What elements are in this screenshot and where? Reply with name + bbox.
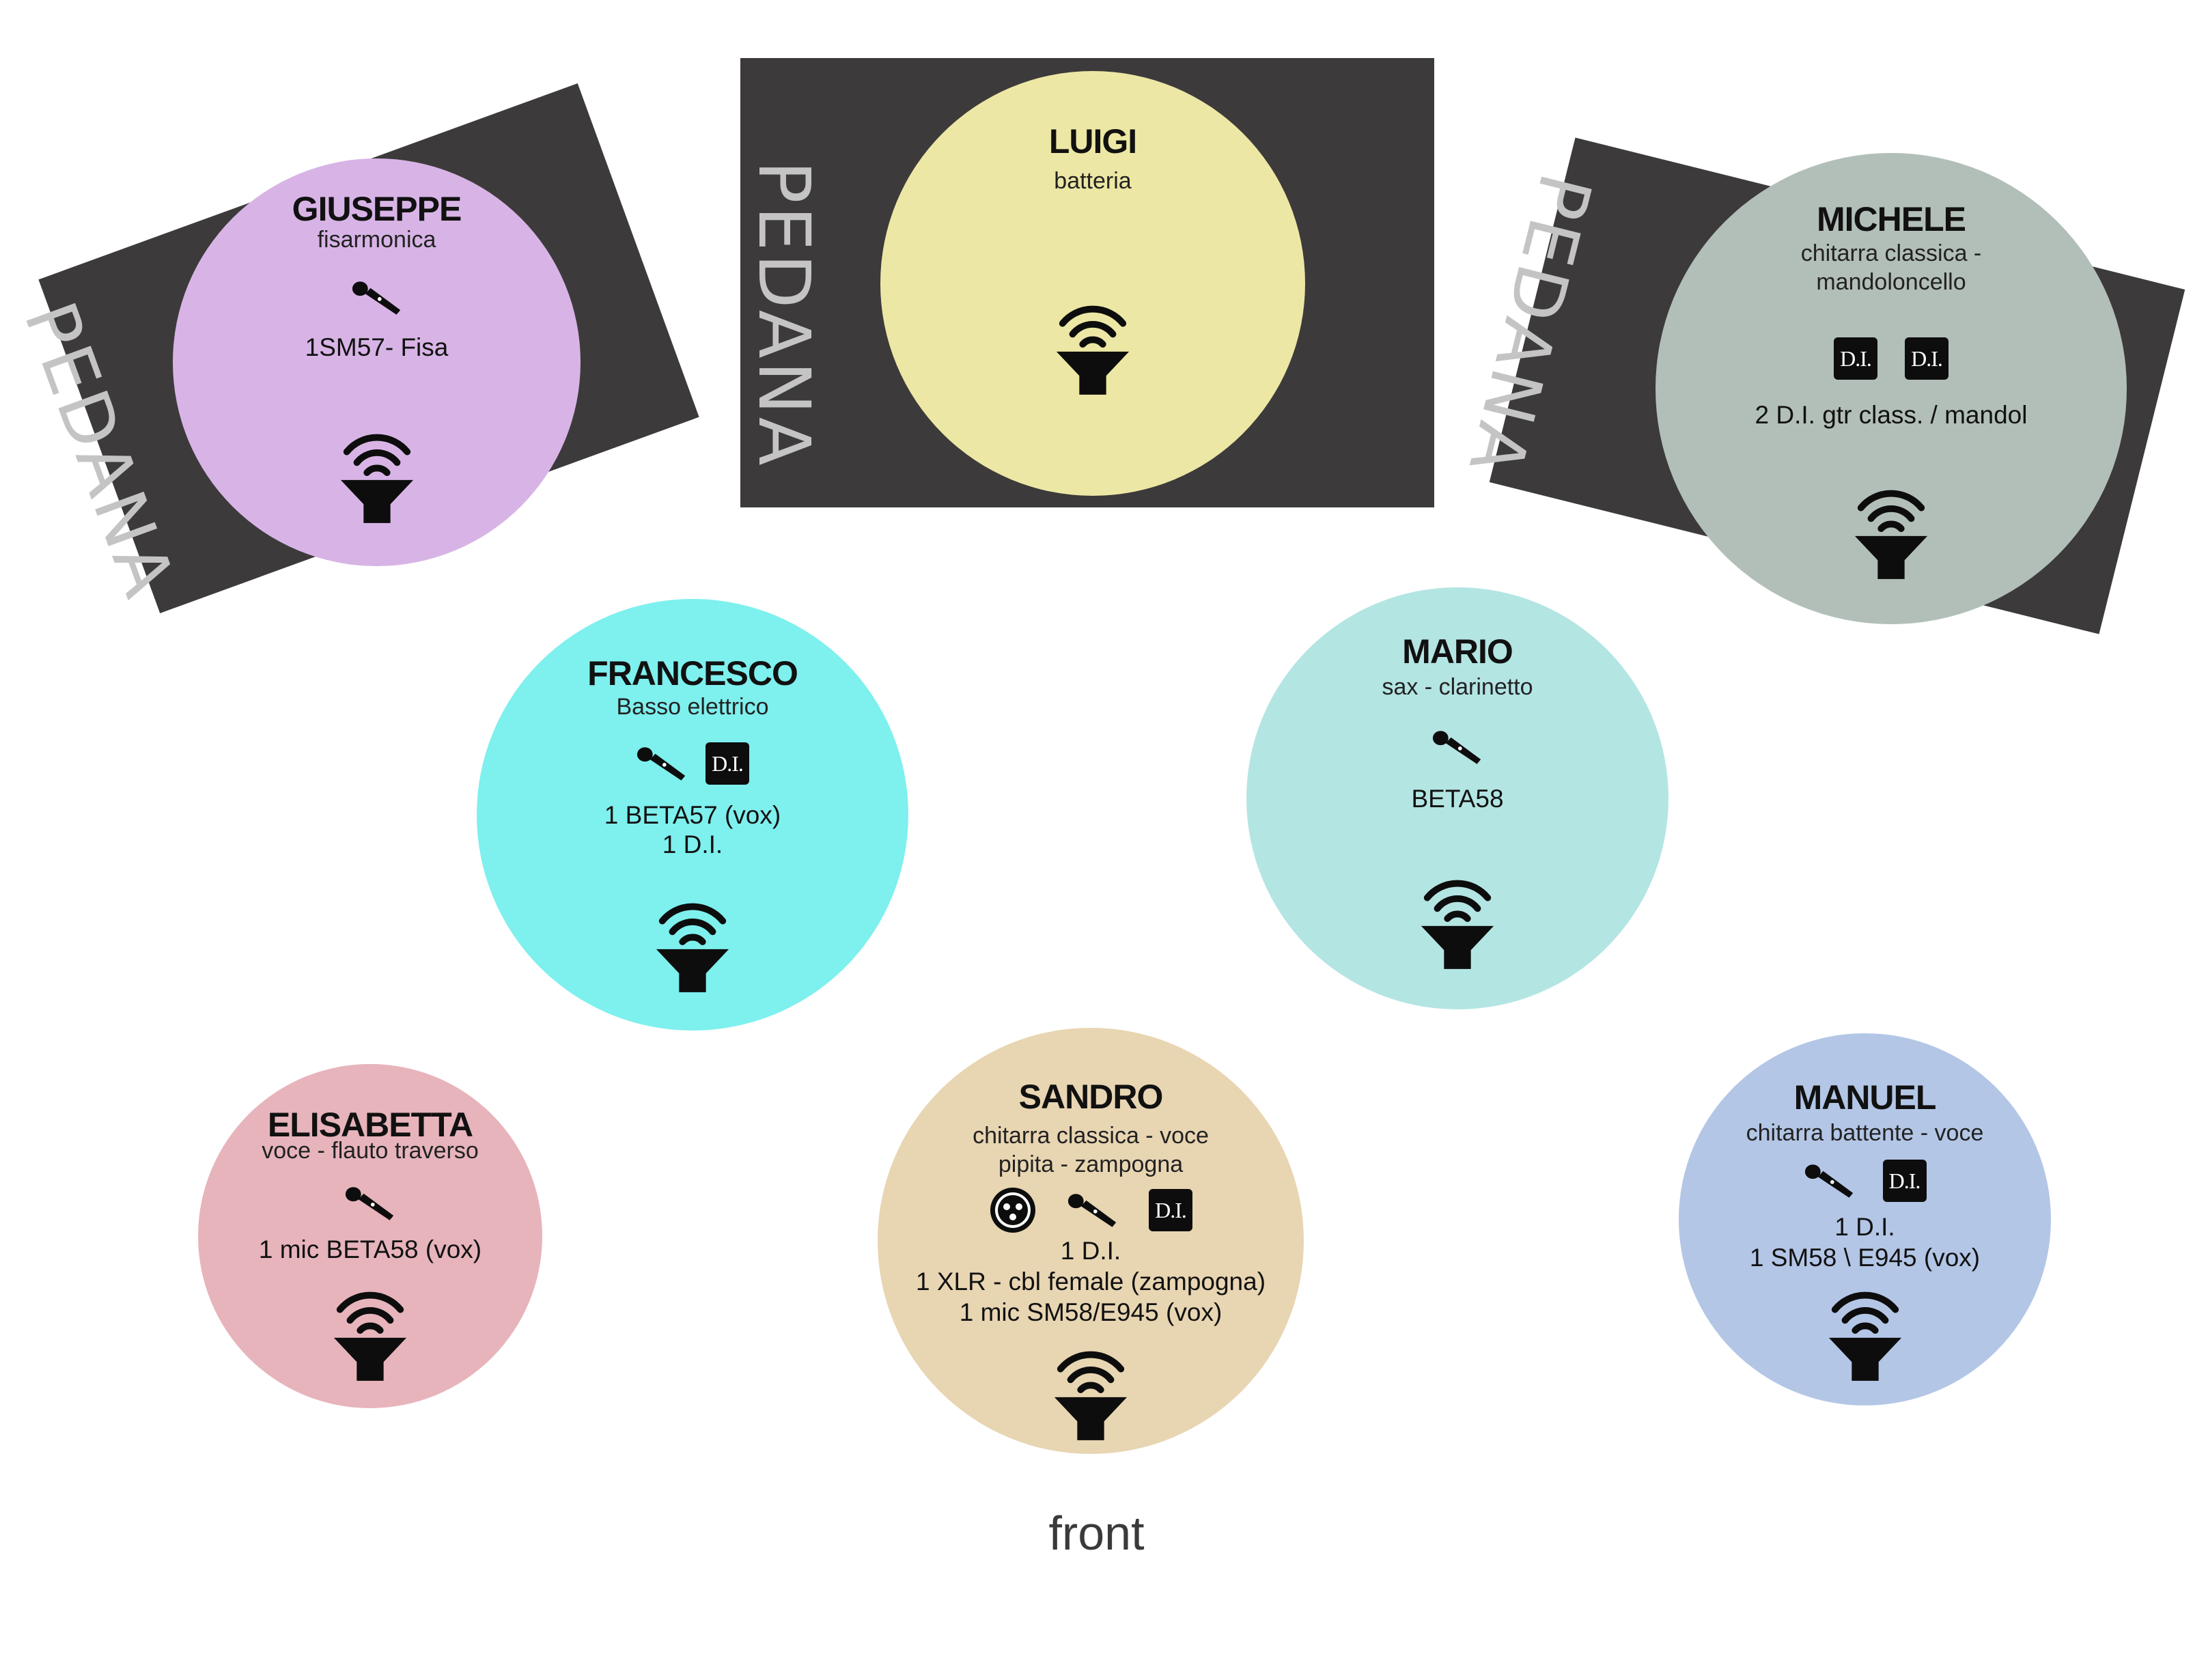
- equipment-line: 2 D.I. gtr class. / mandol: [1755, 401, 2028, 429]
- equipment-icons: D.I.: [878, 1186, 1304, 1234]
- musician-name: LUIGI: [1048, 122, 1137, 160]
- equipment-line: 1SM57- Fisa: [305, 333, 449, 361]
- musician-name: MANUEL: [1793, 1078, 1937, 1117]
- equipment-icons: [1246, 727, 1668, 767]
- di-box-icon: D.I.: [1882, 1160, 1927, 1202]
- monitor-speaker-icon: [1825, 1283, 1905, 1384]
- microphone-icon: [344, 1184, 396, 1223]
- musician-instrument-line: chitarra classica -: [1800, 240, 1982, 266]
- musician-instrument-line: pipita - zampogna: [998, 1151, 1184, 1177]
- microphone-icon: [351, 278, 403, 318]
- musician-instrument: sax - clarinetto: [1382, 674, 1533, 700]
- monitor-speaker-icon: [337, 425, 417, 526]
- di-box-icon: D.I.: [1149, 1189, 1192, 1231]
- equipment-icons: D.I.: [1679, 1160, 2051, 1202]
- microphone-icon: [636, 744, 688, 783]
- equipment-line: 1 D.I.: [1834, 1213, 1895, 1241]
- equipment-line: 1 SM58 \ E945 (vox): [1749, 1244, 1981, 1272]
- musician-name: GIUSEPPE: [292, 190, 462, 228]
- equipment-icons: D.I. D.I.: [1656, 337, 2127, 380]
- musician-sandro: SANDRO chitarra classica - voce pipita -…: [878, 1028, 1304, 1454]
- musician-instrument: batteria: [1054, 168, 1132, 194]
- musician-name: FRANCESCO: [587, 654, 798, 692]
- musician-instrument-line: chitarra classica - voce: [973, 1123, 1209, 1149]
- equipment-line: 1 mic SM58/E945 (vox): [959, 1298, 1223, 1326]
- musician-luigi: LUIGI batteria: [880, 71, 1305, 496]
- equipment-line: 1 D.I.: [1060, 1237, 1121, 1265]
- musician-manuel: MANUEL chitarra battente - voce D.I. 1 D…: [1679, 1033, 2051, 1405]
- equipment-icons: [198, 1184, 542, 1223]
- monitor-speaker-icon: [1851, 481, 1931, 582]
- equipment-line: 1 D.I.: [662, 830, 723, 858]
- musician-francesco: FRANCESCO Basso elettrico D.I. 1 BETA57 …: [477, 599, 908, 1031]
- equipment-line: BETA58: [1411, 785, 1504, 813]
- monitor-speaker-icon: [330, 1283, 410, 1384]
- musician-elisabetta: ELISABETTA voce - flauto traverso 1 mic …: [198, 1064, 542, 1408]
- di-box-icon: D.I.: [1834, 337, 1877, 380]
- musician-giuseppe: GIUSEPPE fisarmonica 1SM57- Fisa: [173, 158, 581, 566]
- equipment-icons: [173, 278, 581, 318]
- monitor-speaker-icon: [1050, 1342, 1131, 1443]
- microphone-icon: [1431, 727, 1483, 767]
- musician-instrument: voce - flauto traverso: [262, 1138, 479, 1164]
- musician-michele: MICHELE chitarra classica - mandoloncell…: [1656, 153, 2127, 624]
- musician-instrument: fisarmonica: [317, 227, 436, 253]
- musician-instrument: chitarra battente - voce: [1746, 1120, 1984, 1146]
- monitor-speaker-icon: [652, 894, 733, 995]
- equipment-icons: D.I.: [477, 742, 908, 785]
- musician-name: MICHELE: [1817, 200, 1966, 238]
- musician-name: SANDRO: [1018, 1078, 1164, 1116]
- musician-name: ELISABETTA: [267, 1106, 473, 1144]
- di-box-icon: D.I.: [1905, 337, 1948, 380]
- musician-name: MARIO: [1402, 632, 1513, 671]
- musician-instrument: Basso elettrico: [616, 694, 769, 720]
- equipment-line: 1 XLR - cbl female (zampogna): [915, 1268, 1266, 1296]
- di-box-icon: D.I.: [706, 742, 749, 785]
- monitor-speaker-icon: [1417, 871, 1498, 972]
- musician-mario: MARIO sax - clarinetto BETA58: [1246, 587, 1668, 1009]
- equipment-line: 1 BETA57 (vox): [604, 801, 781, 829]
- microphone-icon: [1804, 1161, 1856, 1201]
- front-label: front: [1048, 1507, 1145, 1560]
- equipment-line: 1 mic BETA58 (vox): [258, 1235, 482, 1263]
- microphone-icon: [1067, 1190, 1119, 1230]
- monitor-speaker-icon: [1052, 296, 1133, 397]
- musician-instrument-line: mandoloncello: [1816, 269, 1966, 295]
- pedana-label-luigi: PEDANA: [742, 160, 826, 468]
- xlr-connector-icon: [990, 1188, 1035, 1233]
